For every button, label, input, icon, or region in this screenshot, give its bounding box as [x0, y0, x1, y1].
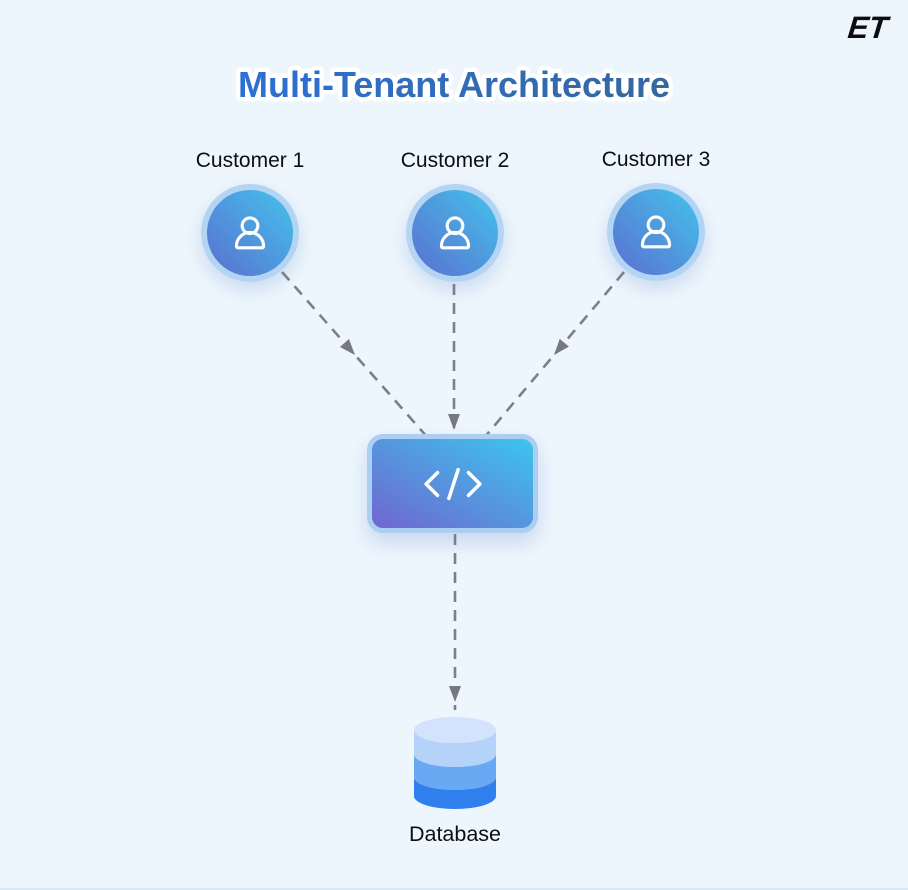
page-title-svg: Multi-Tenant Architecture	[233, 60, 674, 110]
arrowhead-icon	[339, 339, 355, 355]
avatar	[201, 184, 299, 282]
avatar	[406, 184, 504, 282]
arrowhead-icon	[449, 686, 461, 702]
user-icon	[640, 215, 672, 249]
database-icon	[414, 717, 496, 809]
user-icon	[439, 216, 471, 250]
customer-2-node: Customer 2	[390, 148, 520, 282]
arrow-customer1-to-app	[281, 271, 429, 439]
customer-2-label: Customer 2	[400, 149, 510, 172]
customer-3-node: Customer 3	[591, 147, 721, 281]
arrowhead-icon	[448, 414, 460, 430]
customer-1-node: Customer 1	[185, 148, 315, 282]
app-node	[367, 434, 538, 533]
user-icon	[234, 216, 266, 250]
database-label: Database	[408, 822, 502, 846]
page-title: Multi-Tenant Architecture	[238, 64, 670, 105]
customer-3-label: Customer 3	[601, 148, 711, 171]
customer-1-label: Customer 1	[195, 149, 305, 172]
arrow-customer3-to-app	[483, 271, 625, 439]
avatar	[607, 183, 705, 281]
code-icon	[423, 467, 482, 500]
arrowhead-icon	[554, 338, 569, 355]
